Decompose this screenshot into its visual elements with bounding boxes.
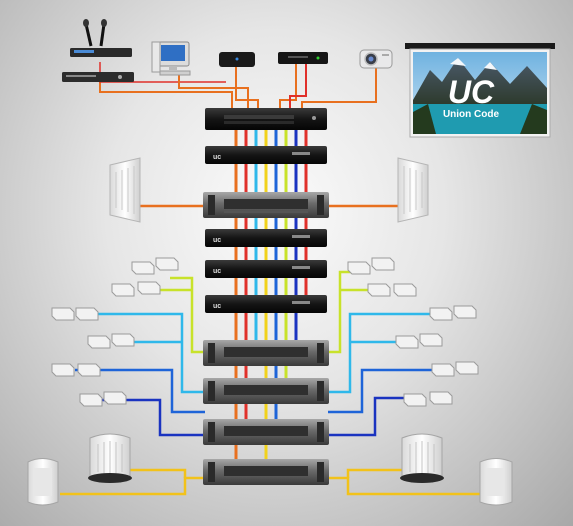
floor-speaker-right-rear [400, 433, 444, 483]
power-amplifier [203, 192, 329, 218]
brand-logo-monogram: UC [448, 74, 495, 110]
media-player-icon [219, 52, 255, 67]
signal-processor: uc [205, 295, 327, 313]
matrix-controller [205, 108, 327, 130]
wall-speaker-right [397, 157, 429, 223]
signal-processor: uc [205, 260, 327, 278]
floor-speaker-left-front [27, 458, 59, 506]
source-cables [99, 62, 377, 110]
wireless-microphone-receiver [70, 19, 132, 57]
signal-processor: uc [205, 146, 327, 164]
projection-screen: UC Union Code [405, 43, 555, 138]
wall-speaker-left [109, 157, 141, 223]
microphone-icon [83, 19, 107, 47]
audio-processor-unit [62, 72, 134, 82]
ceiling-speaker-group-right [347, 257, 479, 407]
desktop-computer-icon [151, 41, 191, 76]
rack-trunk-cables [234, 128, 308, 460]
power-amplifier [203, 419, 329, 445]
floor-speaker-left-rear [88, 433, 132, 483]
equipment-rack: uc uc uc uc [203, 108, 329, 485]
projector-icon [359, 49, 393, 69]
svg-text:uc: uc [213, 303, 221, 310]
svg-text:uc: uc [213, 237, 221, 244]
dvd-player-icon [278, 52, 328, 64]
lake-mountain-image [413, 52, 547, 134]
brand-logo-name: Union Code [443, 109, 500, 120]
power-amplifier [203, 459, 329, 485]
power-amplifier [203, 378, 329, 404]
svg-text:uc: uc [213, 154, 221, 161]
svg-text:uc: uc [213, 268, 221, 275]
ceiling-speaker-group-left [51, 257, 179, 407]
floor-speaker-right-front [479, 458, 513, 506]
power-amplifier [203, 340, 329, 366]
signal-processor: uc [205, 229, 327, 247]
